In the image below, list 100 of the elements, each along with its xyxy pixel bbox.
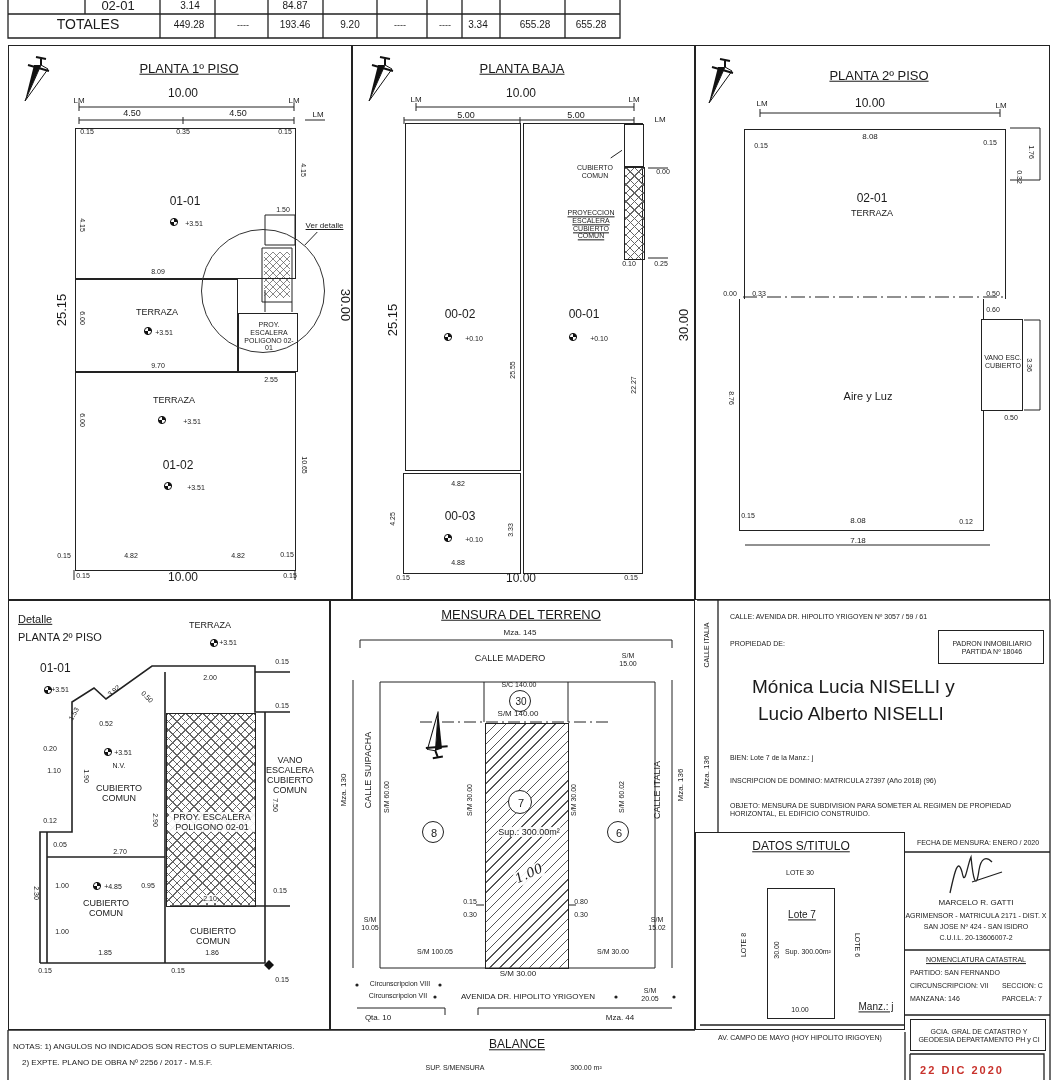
lot-text: 1.00 <box>512 861 546 887</box>
unit-label: 01-01 <box>169 195 201 209</box>
outlined-area <box>238 313 298 372</box>
area-label: VANO ESCALERA CUBIERTO COMUN <box>265 754 315 796</box>
block-label: Mza. 136 <box>702 755 712 789</box>
table-value: 84.87 <box>282 0 308 12</box>
outlined-area <box>910 1019 1046 1051</box>
lot-number: 8 <box>430 826 438 840</box>
panel-title: DATOS S/TITULO <box>752 840 850 854</box>
section-title: BALANCE <box>489 1038 545 1052</box>
block-label: Qta. 10 <box>364 1013 392 1023</box>
area-label: CUBIERTO COMUN <box>188 925 238 947</box>
table-value: ---- <box>394 19 406 31</box>
street-name: CALLE ITALIA <box>651 761 663 819</box>
boundary-mark: LM <box>288 96 300 106</box>
unit-label: TERRAZA <box>851 207 893 219</box>
drawing-panel <box>330 600 695 1030</box>
dimension-text: S/M 140.00 <box>497 709 539 719</box>
dimension-text: S/M 30.00 <box>499 969 537 979</box>
lot-number-circle <box>509 690 531 712</box>
lot-number: 6 <box>615 826 623 840</box>
table-value: 3.34 <box>468 19 488 31</box>
owner-name: Mónica Lucia NISELLI y <box>752 676 955 698</box>
block-label: Mza. 145 <box>503 628 537 638</box>
hatched-lot <box>485 723 569 969</box>
hatched-stair-area <box>166 713 256 907</box>
dimension-text: 10.00 <box>855 97 885 111</box>
dimension-text: 5.00 <box>457 109 475 121</box>
note-text: NOTAS: 1) ANGULOS NO INDICADOS SON RECTOS O SUPLEMENTARIOS. <box>13 1042 295 1052</box>
boundary-mark: LM <box>628 95 640 105</box>
unit-label: 00-01 <box>568 308 600 322</box>
room-outline <box>744 129 1006 299</box>
leader-line <box>610 149 623 159</box>
note-text: 2) EXPTE. PLANO DE OBRA Nº 2256 / 2017 - M.S.F. <box>22 1058 213 1068</box>
boundary-mark: LM <box>312 110 324 120</box>
drawing-panel <box>695 45 1050 600</box>
unit-label: 01-02 <box>162 459 194 473</box>
table-value: 193.46 <box>279 19 311 31</box>
area-label: Lote 7 <box>788 909 816 921</box>
dimension-text: 5.00 <box>567 109 585 121</box>
panel-title: PLANTA BAJA <box>479 61 565 77</box>
leader-line <box>304 231 318 246</box>
outlined-area <box>624 124 644 167</box>
block-label: Manz.: j <box>858 1001 894 1013</box>
boundary-mark: LM <box>756 99 768 109</box>
lot-number-circle <box>422 821 444 843</box>
drawing-panel <box>8 600 330 1030</box>
unit-number: 02-01 <box>101 0 135 14</box>
street-name: CALLE SUIPACHA <box>362 731 374 809</box>
unit-label: 00-03 <box>444 510 476 524</box>
dimension-text: 25.15 <box>385 303 401 337</box>
stamp-date: 22 DIC 2020 <box>920 1063 1004 1077</box>
area-label: TERRAZA <box>189 619 231 631</box>
unit-label: 02-01 <box>856 192 888 206</box>
boundary-mark: LM <box>654 115 666 125</box>
outlined-area <box>981 319 1023 411</box>
room-outline <box>75 279 238 372</box>
table-value: 449.28 <box>173 19 205 31</box>
drawing-panel <box>695 832 905 1030</box>
panel-subtitle: PLANTA 2º PISO <box>18 630 102 644</box>
table-value: 655.28 <box>519 19 551 31</box>
panel-title: MENSURA DEL TERRENO <box>441 607 601 623</box>
dimension-text: 30.00 <box>676 308 692 342</box>
dimension-text: 10.00 <box>506 572 536 586</box>
street-name: CALLE MADERO <box>474 652 546 664</box>
room-outline <box>405 123 521 471</box>
room-outline <box>403 473 521 574</box>
lot-number: 30 <box>515 696 527 708</box>
boundary-mark: LM <box>995 101 1007 111</box>
surveyor-name: MARCELO R. GATTI <box>938 898 1014 908</box>
table-value: ---- <box>237 19 249 31</box>
table-value: 3.14 <box>180 0 200 12</box>
panel-title: PLANTA 2º PISO <box>829 68 929 84</box>
room-outline <box>523 123 643 574</box>
dimension-text: 4.50 <box>123 107 141 119</box>
lot-number-circle <box>607 821 629 843</box>
area-label: CUBIERTO COMUN <box>81 897 131 919</box>
lot-number: 7 <box>517 796 525 810</box>
area-label: PROY. ESCALERA POLIGONO 02-01 <box>169 811 255 833</box>
unit-label: TERRAZA <box>136 306 178 318</box>
dimension-text: 8.08 <box>850 516 866 526</box>
drawing-panel <box>352 45 695 600</box>
area-label: CUBIERTO COMUN <box>94 782 144 804</box>
callout-text: Ver detalle <box>303 220 346 233</box>
drawing-panel <box>8 45 352 600</box>
block-label: Mza. 136 <box>676 768 686 802</box>
block-label: Mza. 130 <box>339 773 349 807</box>
outlined-area <box>938 630 1044 664</box>
unit-label: 00-02 <box>444 308 476 322</box>
block-label: Mza. 44 <box>605 1013 635 1023</box>
dimension-text: 10.00 <box>506 87 536 101</box>
panel-title: Detalle <box>18 612 53 626</box>
dimension-text: 7.18 <box>850 536 866 546</box>
boundary-mark: LM <box>410 95 422 105</box>
lot-number-circle <box>508 790 532 814</box>
boundary-mark: LM <box>73 96 85 106</box>
table-value: 655.28 <box>575 19 607 31</box>
room-outline <box>75 128 296 279</box>
dimension-text: 30.00 <box>337 288 353 322</box>
table-value: 9.20 <box>340 19 360 31</box>
